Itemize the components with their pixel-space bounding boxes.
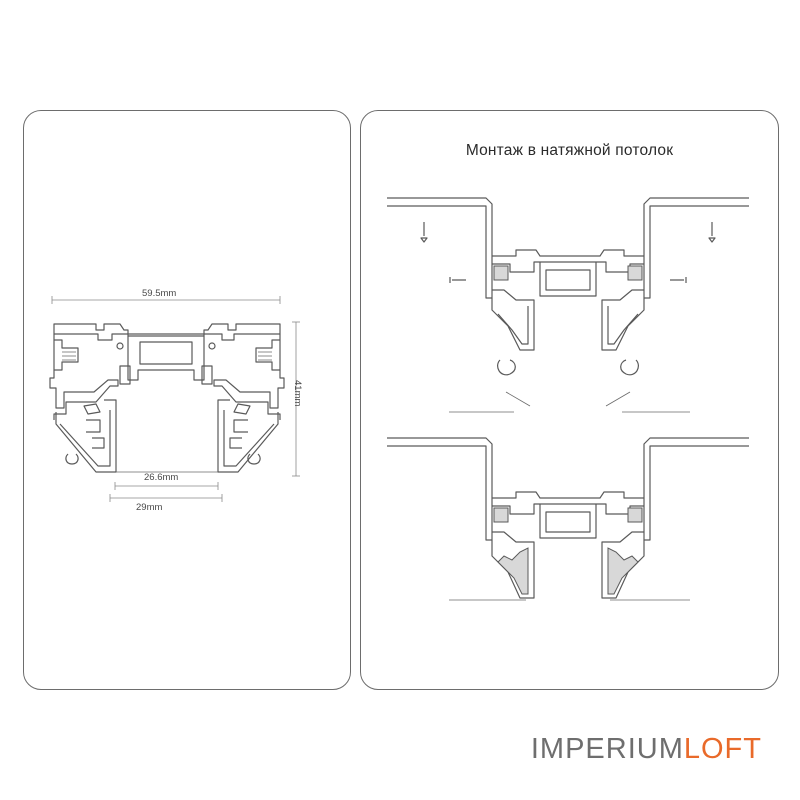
screw-icon [670,277,687,283]
screw-icon [708,222,716,243]
height-dimension-label: 41mm [292,380,303,407]
brand-logo-main: IMPERIUM [530,733,684,765]
mounting-diagram-after [387,437,749,601]
mounting-title: Монтаж в натяжной потолок [465,142,674,159]
screw-icon [420,222,428,243]
brand-logo-accent: LOFT [683,733,762,765]
outer-width-dimension-label: 29mm [136,502,163,513]
brand-logo: IMPERIUMLOFT [531,733,762,766]
inner-width-dimension-label: 26.6mm [144,472,179,483]
mounting-diagram-before [387,197,749,413]
mounting-panel [360,110,779,690]
profile-cross-section [49,296,300,502]
screw-icon [449,277,466,283]
width-dimension-label: 59.5mm [142,288,177,299]
